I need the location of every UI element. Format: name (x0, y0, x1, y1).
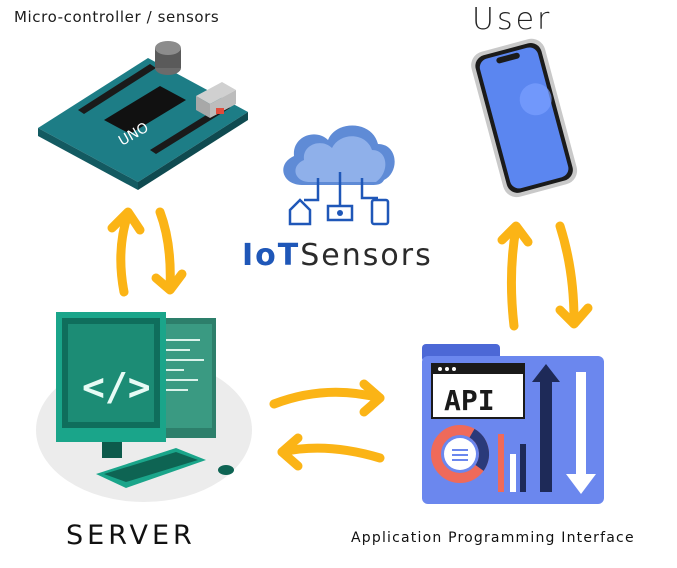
iot-sensors-label: IoTSensors (242, 238, 433, 273)
api-caption-label: Application Programming Interface (351, 530, 635, 546)
smartphone-icon (471, 38, 578, 198)
user-label: User (472, 2, 553, 37)
code-glyph: </> (82, 365, 151, 409)
microcontroller-label: Micro-controller / sensors (14, 8, 220, 26)
api-title: API (444, 384, 495, 417)
arrow-user-to-api (555, 221, 593, 329)
cloud-iot-icon (283, 125, 395, 226)
server-computer-icon: </> (36, 312, 252, 502)
arduino-board-icon: UNO (38, 41, 248, 190)
arrow-api-to-user (497, 221, 533, 331)
api-dashboard-icon: API (422, 344, 604, 504)
iot-label-rest: Sensors (300, 238, 433, 273)
arrow-server-to-api (269, 379, 385, 417)
iot-label-bold: IoT (242, 238, 301, 273)
flow-arrows (107, 207, 593, 471)
arrow-board-to-server (151, 207, 187, 295)
server-label: SERVER (66, 520, 196, 551)
arrow-api-to-server (277, 433, 385, 471)
arrow-server-to-board (107, 207, 145, 297)
